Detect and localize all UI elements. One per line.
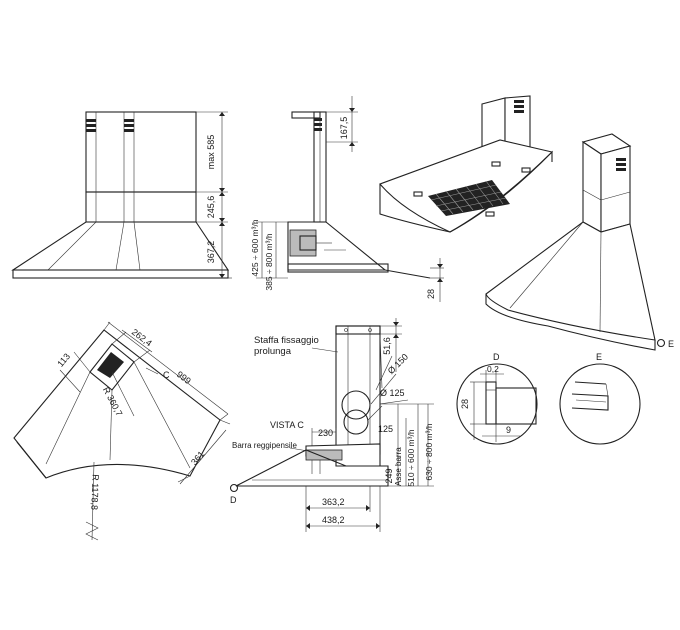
dim-230: 230 <box>318 428 333 438</box>
dim-363-2: 363,2 <box>322 497 345 507</box>
flow-425-600: 425 ÷ 600 m³/h <box>250 219 260 276</box>
dim-max-585: max 585 <box>206 135 216 170</box>
dim-28-detail: 28 <box>460 399 470 409</box>
perspective-underside <box>379 95 554 233</box>
point-d: D <box>230 495 237 505</box>
label-staffa: Staffa fissaggio <box>254 335 319 346</box>
vent-grille-side-icon <box>314 118 322 131</box>
dim-167-5: 167,5 <box>339 117 349 140</box>
hood-filter-grid <box>430 180 507 215</box>
label-asse-barra: Asse barra <box>394 447 403 486</box>
label-vista-c: VISTA C <box>270 420 304 430</box>
dim-262-4: 262,4 <box>130 327 154 349</box>
detail-e: E <box>559 352 641 445</box>
vent-grille-right-icon <box>124 119 134 132</box>
flow-385-800: 385 ÷ 800 m³/h <box>264 233 274 290</box>
dim-367-2: 367,2 <box>206 241 216 264</box>
dim-245-6: 245,6 <box>206 196 216 219</box>
dim-28-side: 28 <box>426 289 436 299</box>
section-view: Ø 150 Ø 125 125 51,6 Staffa fissaggio pr… <box>229 318 434 532</box>
detail-d-title: D <box>493 352 500 362</box>
dim-249: 249 <box>384 468 394 483</box>
vent-grille-3d-iso-icon <box>616 158 626 171</box>
side-view: 167,5 425 ÷ 600 m³/h 385 ÷ 800 m³/h 28 <box>250 96 444 302</box>
point-e: E <box>668 339 674 349</box>
vent-grille-left-icon <box>86 119 96 132</box>
flow-510-600: 510 ÷ 600 m³/h <box>406 429 416 486</box>
dim-9: 9 <box>506 425 511 435</box>
plan-view: 262,4 999 113 R 360,7 C 361 R 1178,8 <box>13 321 231 541</box>
dim-51-6: 51,6 <box>382 337 392 355</box>
radius-1178-8: R 1178,8 <box>89 474 100 510</box>
perspective-isometric: E <box>485 133 674 351</box>
dim-999: 999 <box>175 369 193 386</box>
detail-d: D 0,2 28 9 <box>456 352 538 445</box>
dia-125: Ø 125 <box>380 388 405 398</box>
label-c: C <box>163 370 170 380</box>
vent-grille-3d-top-icon <box>514 100 524 113</box>
dim-125: 125 <box>378 424 393 434</box>
label-barra: Barra reggipensile <box>232 441 297 450</box>
front-view: max 585 245,6 367,2 <box>11 111 232 279</box>
detail-e-title: E <box>596 352 602 362</box>
dim-438-2: 438,2 <box>322 515 345 525</box>
label-prolunga: prolunga <box>254 346 292 357</box>
dim-113: 113 <box>55 351 72 368</box>
dim-0-2: 0,2 <box>487 364 499 374</box>
dim-361: 361 <box>189 449 206 467</box>
flow-630-800: 630 ÷ 800 m³/h <box>424 423 434 480</box>
